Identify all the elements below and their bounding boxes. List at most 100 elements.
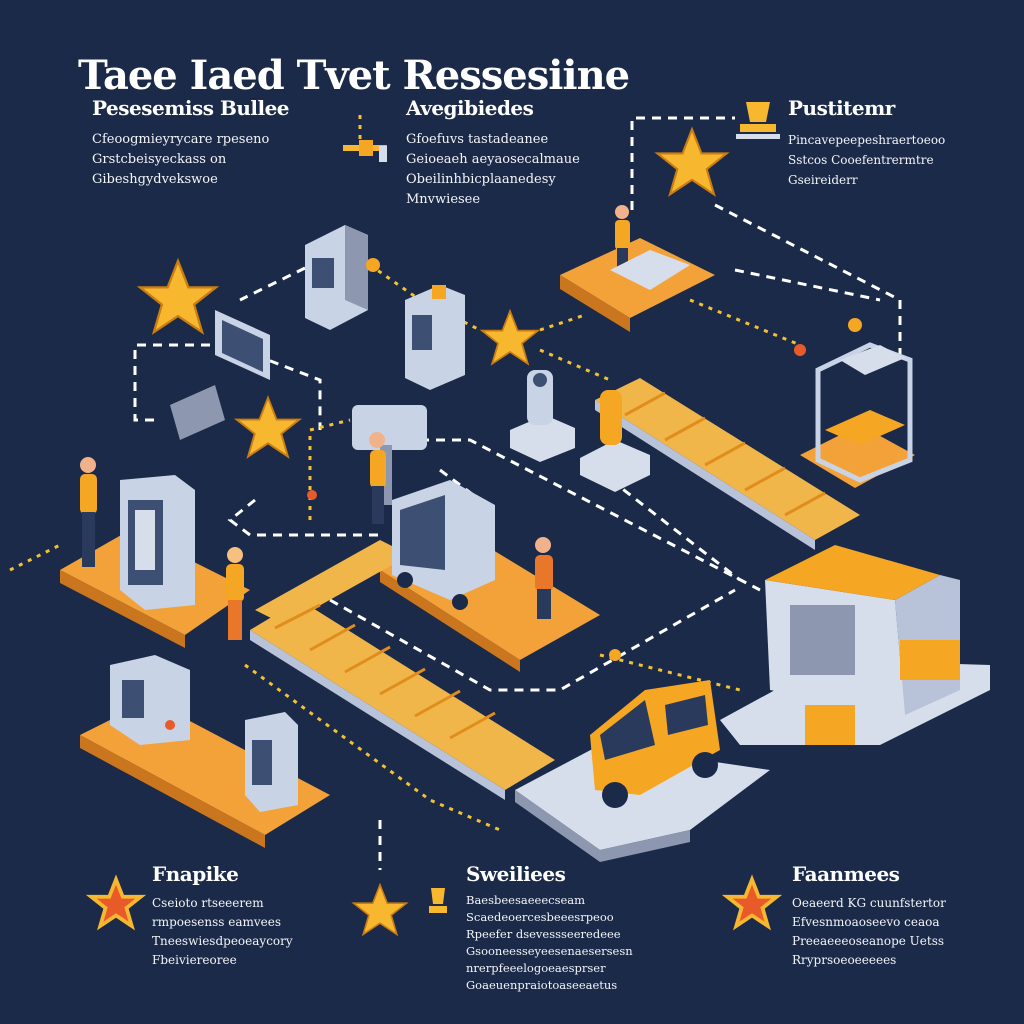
conveyor-belt-lower-edge bbox=[250, 630, 505, 800]
section-heading: Avegibiedes bbox=[406, 96, 534, 120]
star-icon bbox=[725, 877, 779, 928]
platform-top-side bbox=[560, 275, 630, 332]
machine-face bbox=[405, 285, 465, 390]
processing-unit bbox=[392, 480, 495, 610]
section-top-right: Pustitemr Pincavepeepeshraertoeoo Sstcos… bbox=[788, 96, 945, 190]
worker-torso bbox=[80, 474, 97, 514]
server-machine bbox=[120, 475, 195, 610]
worker-head bbox=[615, 205, 629, 219]
section-line: Grstcbeisyeckass on bbox=[92, 152, 227, 167]
worker-head bbox=[535, 537, 551, 553]
conveyor-belt bbox=[250, 378, 860, 800]
terminal-desk bbox=[170, 385, 225, 440]
flow-path bbox=[254, 353, 322, 430]
robot-body bbox=[600, 390, 622, 445]
worker-figure bbox=[80, 457, 97, 567]
gantry-crane bbox=[352, 405, 427, 505]
section-line: nrerpfeeelogoeaesprser bbox=[466, 961, 606, 975]
station-tray bbox=[825, 410, 905, 445]
accent-dot bbox=[307, 490, 317, 500]
robot-base bbox=[510, 415, 575, 462]
platform-bottom-left-side bbox=[80, 735, 265, 848]
platform-left-side bbox=[60, 570, 185, 648]
conveyor-belt-lower bbox=[250, 600, 555, 790]
worker-head bbox=[80, 457, 96, 473]
flow-path bbox=[329, 588, 736, 692]
conveyor-belt-upper-edge bbox=[595, 400, 815, 550]
worker-figure bbox=[535, 537, 553, 619]
link-line bbox=[599, 653, 741, 692]
belt-stripe bbox=[664, 416, 706, 442]
section-line: Tneeswiesdpeoeaycory bbox=[152, 934, 293, 948]
trophy-base bbox=[740, 124, 776, 132]
machine-light bbox=[165, 720, 175, 730]
worker-torso bbox=[535, 555, 553, 591]
robot-base bbox=[580, 440, 650, 492]
conveyor-belt-upper bbox=[595, 378, 860, 540]
flow-paths bbox=[133, 116, 902, 870]
section-line: Rpeefer dsevessseeredeee bbox=[466, 927, 621, 941]
warehouse-building bbox=[765, 545, 960, 745]
machines bbox=[110, 225, 913, 812]
station-top bbox=[840, 345, 905, 375]
section-line: Baesbeesaeeecseam bbox=[466, 893, 586, 907]
star-icon bbox=[656, 128, 728, 196]
worker-torso bbox=[226, 564, 244, 602]
flow-path bbox=[420, 438, 761, 592]
section-body: Cseioto rtseeerem rmpoesenss eamvees Tne… bbox=[152, 894, 293, 970]
link-line bbox=[689, 298, 801, 347]
terminal-screen-inner bbox=[222, 320, 263, 372]
flow-path bbox=[714, 203, 902, 360]
server-machine bbox=[245, 712, 298, 812]
van-windshield bbox=[600, 700, 655, 760]
section-body: Gfoefuvs tastadeanee Geioeaeh aeyaosecal… bbox=[406, 130, 580, 210]
machine-panel bbox=[312, 258, 334, 288]
belt-stripes bbox=[274, 391, 826, 740]
van-wheel bbox=[692, 752, 718, 778]
workers bbox=[80, 205, 690, 640]
section-heading: Pesesemiss Bullee bbox=[92, 96, 290, 120]
trophy-plate bbox=[736, 134, 780, 139]
page-title: Taee Iaed Tvet Ressesiine bbox=[78, 52, 630, 99]
worker-legs bbox=[228, 600, 242, 640]
robot-body bbox=[527, 370, 553, 425]
van-side-window bbox=[665, 695, 708, 735]
flow-path bbox=[439, 468, 481, 502]
accent-dots bbox=[307, 258, 862, 661]
belt-stripe bbox=[344, 645, 391, 674]
section-line: Mnvwiesee bbox=[406, 192, 481, 207]
desk-top bbox=[610, 250, 690, 290]
section-body: Oeaeerd KG cuunfstertor Efvesnmoaoseevo … bbox=[792, 894, 946, 970]
belt-stripe bbox=[744, 466, 786, 492]
delivery-van bbox=[590, 680, 720, 808]
server-machine bbox=[305, 225, 368, 330]
drone-body bbox=[359, 140, 373, 156]
section-bottom-right: Faanmees Oeaeerd KG cuunfstertor Efvesnm… bbox=[792, 862, 946, 970]
robot-arm bbox=[580, 390, 650, 492]
section-heading: Pustitemr bbox=[788, 96, 895, 120]
computer-terminal bbox=[170, 310, 270, 440]
machine-light bbox=[432, 285, 446, 299]
flow-path bbox=[239, 266, 306, 302]
star-icon bbox=[138, 259, 218, 334]
section-top-center: Avegibiedes Gfoefuvs tastadeanee Geioeae… bbox=[406, 96, 580, 210]
worker-head bbox=[369, 432, 385, 448]
section-line: rmpoesenss eamvees bbox=[152, 915, 282, 929]
crane-head bbox=[352, 405, 427, 450]
belt-stripe bbox=[624, 391, 666, 417]
worker-head bbox=[227, 547, 243, 563]
section-line: Gfoefuvs tastadeanee bbox=[406, 132, 549, 147]
section-line: Cseioto rtseeerem bbox=[152, 896, 264, 910]
loading-dock-edge bbox=[515, 790, 690, 862]
warehouse-crate bbox=[900, 640, 960, 680]
link-line bbox=[539, 313, 586, 332]
star-icon bbox=[481, 310, 539, 365]
section-body: Baesbeesaeeecseam Scaedeoercesbeeesrpeoo… bbox=[466, 892, 633, 994]
unit-wheel bbox=[452, 594, 468, 610]
inspection-station bbox=[815, 342, 913, 483]
machine-panel bbox=[252, 740, 272, 785]
worker-legs bbox=[82, 512, 95, 567]
server-machine bbox=[405, 285, 465, 390]
